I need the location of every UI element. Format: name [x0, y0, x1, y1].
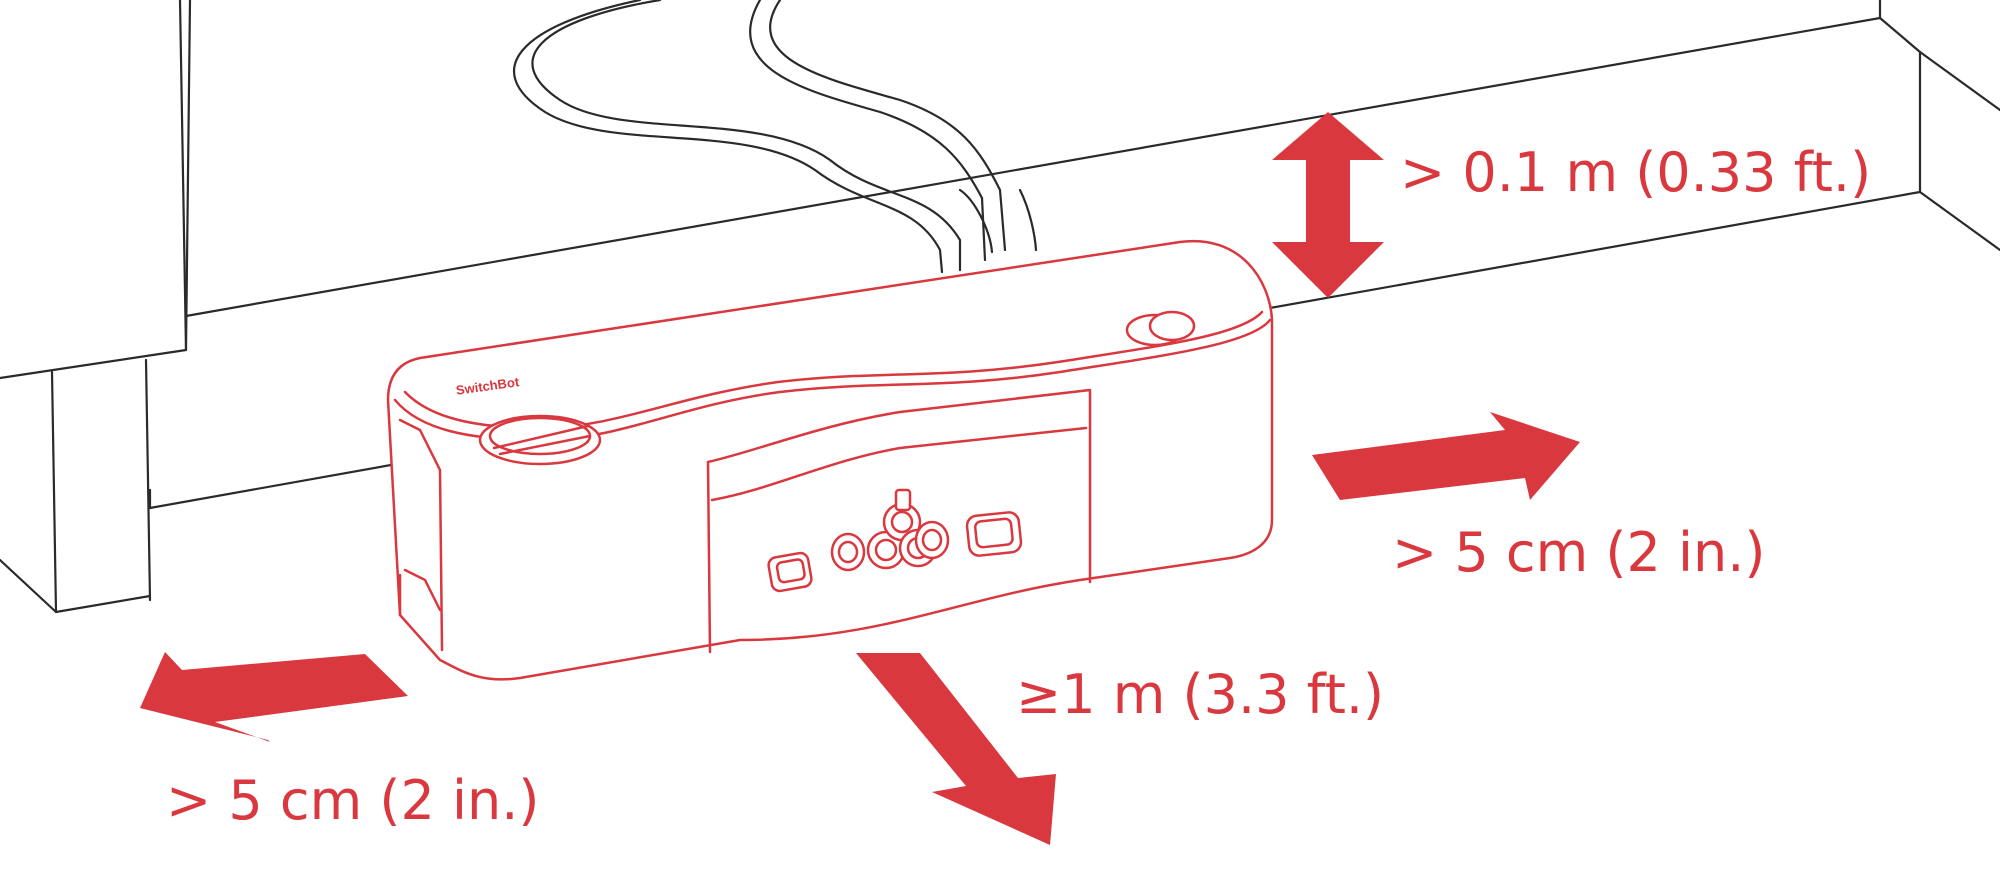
top-clearance-label: > 0.1 m (0.33 ft.) [1400, 141, 1872, 204]
switchbot-device [386, 239, 1274, 681]
hoses [513, 0, 1038, 274]
left-clearance-label: > 5 cm (2 in.) [166, 769, 540, 832]
front-clearance-label: ≥1 m (3.3 ft.) [1016, 663, 1385, 726]
right-clearance-arrow [1312, 412, 1580, 500]
front-clearance-arrow [856, 653, 1056, 845]
right-clearance-label: > 5 cm (2 in.) [1392, 521, 1766, 584]
left-clearance-arrow [140, 652, 408, 742]
top-clearance-arrow [1272, 112, 1384, 298]
